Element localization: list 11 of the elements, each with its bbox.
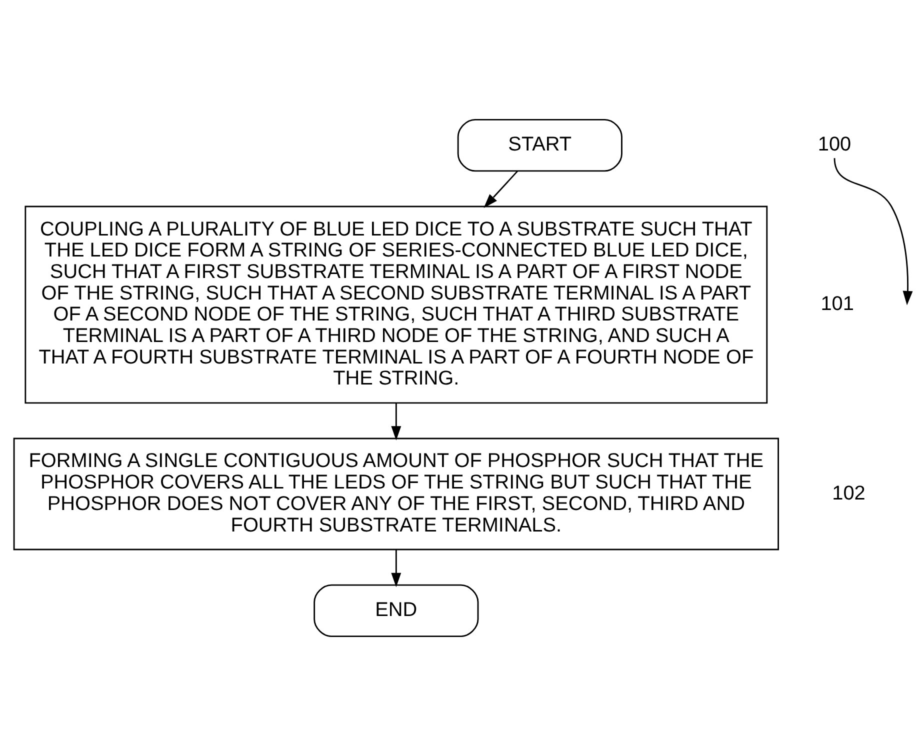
node-box: COUPLING A PLURALITY OF BLUE LED DICE TO A SUBSTRATE SUCH THAT THE LED DICE FORM A STRING OF SERIES-CONNECTED BLUE LED DICE, SUCH THAT A FIRST SUBSTRATE TERMINAL IS A PART OF A FIRST NODE OF THE STRING, SUCH THAT A SECOND SUBSTRATE TERMINAL IS A PART OF A SECOND NODE OF THE STRING, SUCH THAT A THIRD SUBSTRATE TERMINAL IS A PART OF A THIRD NODE OF THE STRING, AND SUCH A THAT A FOURTH SUBSTRATE TERMINAL IS A PART OF A FOURTH NODE OF THE STRING. — [24, 206, 768, 404]
arrow — [391, 403, 402, 440]
arrow — [834, 158, 913, 306]
arrow — [391, 550, 402, 588]
node-text: 100 — [818, 134, 852, 156]
node-box: START — [457, 118, 622, 172]
arrow — [484, 170, 518, 208]
node-label: 101 — [820, 292, 854, 315]
node-box: END — [314, 584, 479, 638]
node-box: FORMING A SINGLE CONTIGUOUS AMOUNT OF PHOSPHOR SUCH THAT THE PHOSPHOR COVERS ALL THE LEDS OF THE STRING BUT SUCH THAT THE PHOSPHOR DOES NOT COVER ANY OF THE FIRST, SECOND, THIRD AND FOURTH SUBSTRATE TERMINALS. — [13, 438, 779, 550]
node-label: 102 — [832, 482, 866, 504]
